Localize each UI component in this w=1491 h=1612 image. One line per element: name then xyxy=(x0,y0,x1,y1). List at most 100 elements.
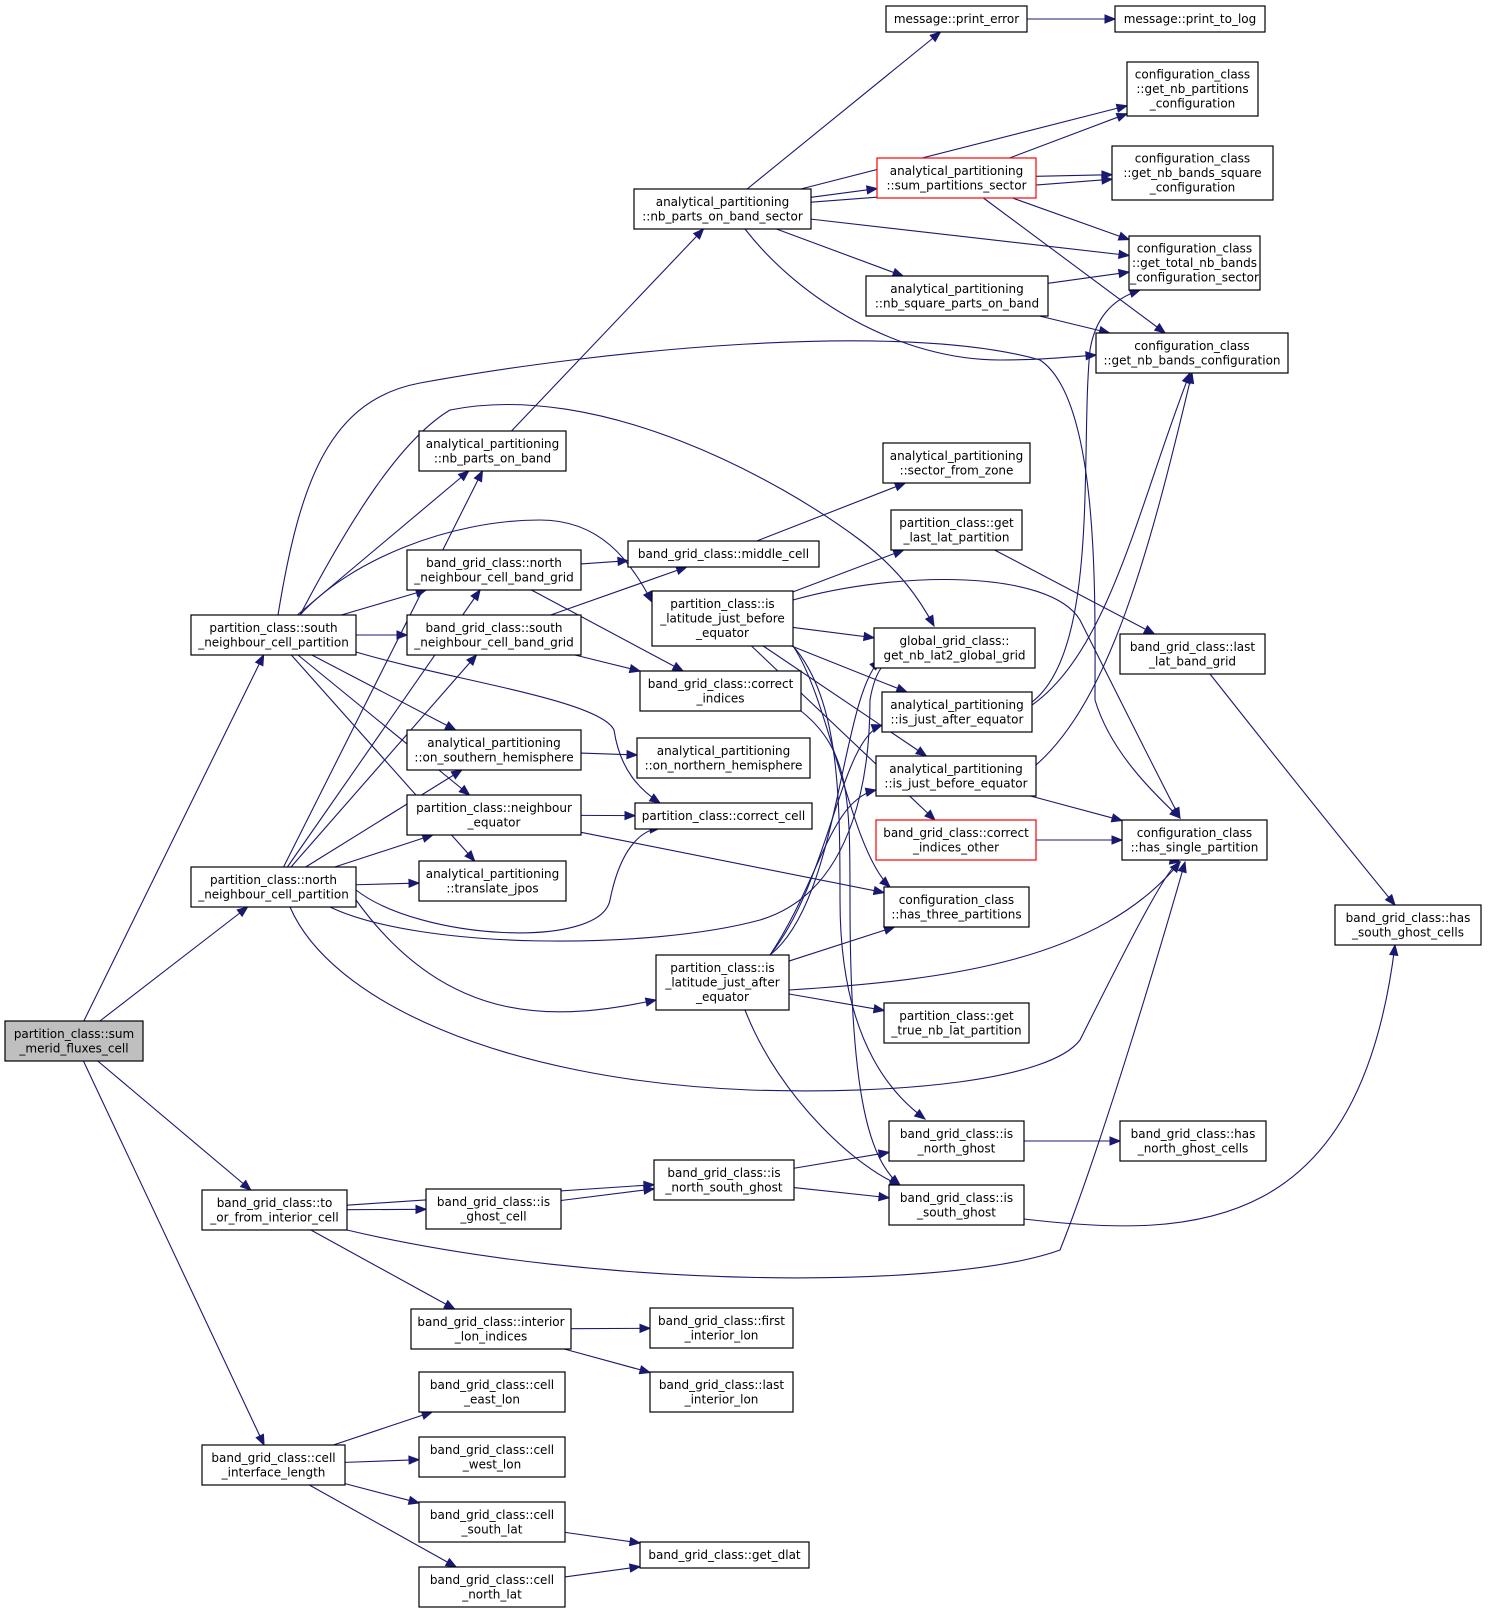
node-label-line: analytical_partitioning xyxy=(890,698,1024,712)
node-label-line: band_grid_class::south xyxy=(425,621,562,635)
edge-line xyxy=(769,789,877,956)
node-nb-square-parts[interactable]: analytical_partitioning::nb_square_parts… xyxy=(865,275,1049,317)
node-first-int-lon[interactable]: band_grid_class::first_interior_lon xyxy=(649,1307,794,1349)
arrowhead-icon xyxy=(895,683,909,693)
node-cell-north-lat[interactable]: band_grid_class::cell_north_lat xyxy=(418,1566,566,1608)
arrowhead-icon xyxy=(913,1108,927,1120)
node-box xyxy=(418,430,567,472)
node-interior-lon-idx[interactable]: band_grid_class::interior_lon_indices xyxy=(410,1308,572,1350)
node-is-ns-ghost[interactable]: band_grid_class::is_north_south_ghost xyxy=(653,1159,795,1201)
edge-line xyxy=(1047,271,1130,284)
node-middle-cell[interactable]: band_grid_class::middle_cell xyxy=(627,540,820,568)
node-get-dlat[interactable]: band_grid_class::get_dlat xyxy=(639,1541,810,1569)
edge-last_lat_bg-to-has_south_ghost xyxy=(1209,673,1396,907)
node-south-nb-part[interactable]: partition_class::south_neighbour_cell_pa… xyxy=(190,614,357,656)
node-nb-parts-band-sector[interactable]: analytical_partitioning::nb_parts_on_ban… xyxy=(633,188,812,230)
node-translate-jpos[interactable]: analytical_partitioning::translate_jpos xyxy=(418,860,567,902)
node-cell-south-lat[interactable]: band_grid_class::cell_south_lat xyxy=(418,1501,566,1543)
node-has-south-ghost[interactable]: band_grid_class::has_south_ghost_cells xyxy=(1334,904,1482,946)
node-correct-indices[interactable]: band_grid_class::correct_indices xyxy=(639,670,802,712)
edge-line xyxy=(564,1566,641,1578)
arrowhead-icon xyxy=(639,1323,652,1334)
node-get-nb-parts-conf[interactable]: configuration_class::get_nb_partitions_c… xyxy=(1126,61,1259,117)
node-get-nb-lat2[interactable]: global_grid_class::get_nb_lat2_global_gr… xyxy=(873,627,1036,669)
edge-cell_south_lat-to-get_dlat xyxy=(564,1531,642,1547)
node-label-line: band_grid_class::cell xyxy=(430,1378,554,1392)
arrowhead-icon xyxy=(1384,893,1396,907)
arrowhead-icon xyxy=(239,1179,252,1191)
node-get-true-nb-lat[interactable]: partition_class::get_true_nb_lat_partiti… xyxy=(883,1002,1030,1044)
edge-north_nb_part-to-south_nb_bg xyxy=(290,653,478,868)
arrowhead-icon xyxy=(1170,806,1181,820)
node-print-to-log[interactable]: message::print_to_log xyxy=(1114,5,1266,33)
node-cell-west-lon[interactable]: band_grid_class::cell_west_lon xyxy=(418,1436,566,1478)
arrowhead-icon xyxy=(470,588,481,602)
node-label-line: analytical_partitioning xyxy=(426,867,560,881)
node-correct-idx-other[interactable]: band_grid_class::correct_indices_other xyxy=(875,819,1037,861)
edge-line xyxy=(344,1459,420,1463)
node-cell-east-lon[interactable]: band_grid_class::cell_east_lon xyxy=(418,1371,566,1413)
node-has-north-ghost[interactable]: band_grid_class::has_north_ghost_cells xyxy=(1119,1120,1267,1162)
node-label-line: _neighbour_cell_band_grid xyxy=(413,635,573,649)
arrowhead-icon xyxy=(628,1563,642,1573)
node-box xyxy=(876,157,1037,199)
node-on-south-hemi[interactable]: analytical_partitioning::on_southern_hem… xyxy=(406,729,582,771)
edge-cell_iface-to-cell_north_lat xyxy=(309,1484,458,1568)
node-cell-iface[interactable]: band_grid_class::cell_interface_length xyxy=(201,1444,346,1486)
node-nb-equator[interactable]: partition_class::neighbour_equator xyxy=(406,794,582,836)
edge-line xyxy=(800,105,1128,190)
node-label-line: _equator xyxy=(695,626,749,640)
node-root[interactable]: partition_class::sum_merid_fluxes_cell xyxy=(4,1020,144,1062)
node-box xyxy=(885,5,1028,33)
node-nb-parts-on-band[interactable]: analytical_partitioning::nb_parts_on_ban… xyxy=(418,430,567,472)
node-label-line: _north_lat xyxy=(461,1587,522,1601)
node-is-south-ghost[interactable]: band_grid_class::is_south_ghost xyxy=(888,1184,1025,1226)
node-get-total-nb-bands[interactable]: configuration_class::get_total_nb_bands_… xyxy=(1128,235,1261,291)
node-is-lat-after[interactable]: partition_class::is_latitude_just_after_… xyxy=(655,954,790,1011)
edge-line xyxy=(791,645,908,693)
node-get-last-lat-part[interactable]: partition_class::get_last_lat_partition xyxy=(890,509,1023,551)
node-is-ghost-cell[interactable]: band_grid_class::is_ghost_cell xyxy=(425,1188,562,1230)
node-sum-parts-sector[interactable]: analytical_partitioning::sum_partitions_… xyxy=(876,157,1037,199)
node-get-nb-bands-sq[interactable]: configuration_class::get_nb_bands_square… xyxy=(1111,145,1274,201)
node-sector-from-zone[interactable]: analytical_partitioning::sector_from_zon… xyxy=(882,442,1031,484)
edge-line xyxy=(290,654,477,868)
edge-is_lat_after-to-has_single_part xyxy=(788,860,1181,991)
node-print-error[interactable]: message::print_error xyxy=(885,5,1028,33)
node-last-lat-bg[interactable]: band_grid_class::last_lat_band_grid xyxy=(1119,633,1266,675)
node-south-nb-bg[interactable]: band_grid_class::south_neighbour_cell_ba… xyxy=(406,614,582,656)
node-north-nb-part[interactable]: partition_class::north_neighbour_cell_pa… xyxy=(190,866,357,908)
node-box xyxy=(875,755,1037,797)
arrowhead-icon xyxy=(870,724,884,733)
node-box xyxy=(418,1566,566,1608)
arrowhead-icon xyxy=(872,885,886,896)
arrowhead-icon xyxy=(254,653,265,667)
edge-line xyxy=(560,1188,655,1202)
edge-line xyxy=(289,861,1181,1092)
node-label-line: _indices xyxy=(695,691,744,705)
node-north-nb-bg[interactable]: band_grid_class::north_neighbour_cell_ba… xyxy=(406,549,582,591)
node-is-just-before-eq[interactable]: analytical_partitioning::is_just_before_… xyxy=(875,755,1037,797)
node-label-line: band_grid_class::cell xyxy=(430,1443,554,1457)
node-box xyxy=(883,1002,1030,1044)
node-has-three-parts[interactable]: configuration_class::has_three_partition… xyxy=(883,886,1030,928)
node-get-nb-bands-conf[interactable]: configuration_class::get_nb_bands_config… xyxy=(1095,332,1289,374)
node-is-north-ghost[interactable]: band_grid_class::is_north_ghost xyxy=(888,1120,1025,1162)
node-to-or-from[interactable]: band_grid_class::to_or_from_interior_cel… xyxy=(201,1189,348,1231)
node-is-lat-before[interactable]: partition_class::is_latitude_just_before… xyxy=(651,590,794,647)
node-label-line: ::is_just_after_equator xyxy=(891,712,1024,726)
node-last-int-lon[interactable]: band_grid_class::last_interior_lon xyxy=(649,1371,794,1413)
node-label-line: band_grid_class::is xyxy=(900,1191,1013,1205)
node-box xyxy=(406,549,582,591)
node-is-just-after-eq[interactable]: analytical_partitioning::is_just_after_e… xyxy=(881,691,1033,733)
arrowhead-icon xyxy=(1142,624,1156,635)
node-on-north-hemi[interactable]: analytical_partitioning::on_northern_hem… xyxy=(636,737,811,779)
node-box xyxy=(418,1436,566,1478)
edge-sum_parts_sector-to-get_nb_bands_sq xyxy=(1035,170,1114,180)
arrowhead-icon xyxy=(1169,860,1181,874)
node-has-single-part[interactable]: configuration_class::has_single_partitio… xyxy=(1121,819,1268,861)
node-correct-cell[interactable]: partition_class::correct_cell xyxy=(634,802,813,830)
node-label-line: _neighbour_cell_band_grid xyxy=(413,570,573,584)
arrowhead-icon xyxy=(872,1003,886,1014)
edge-is_lat_before-to-has_single_part xyxy=(792,578,1181,820)
